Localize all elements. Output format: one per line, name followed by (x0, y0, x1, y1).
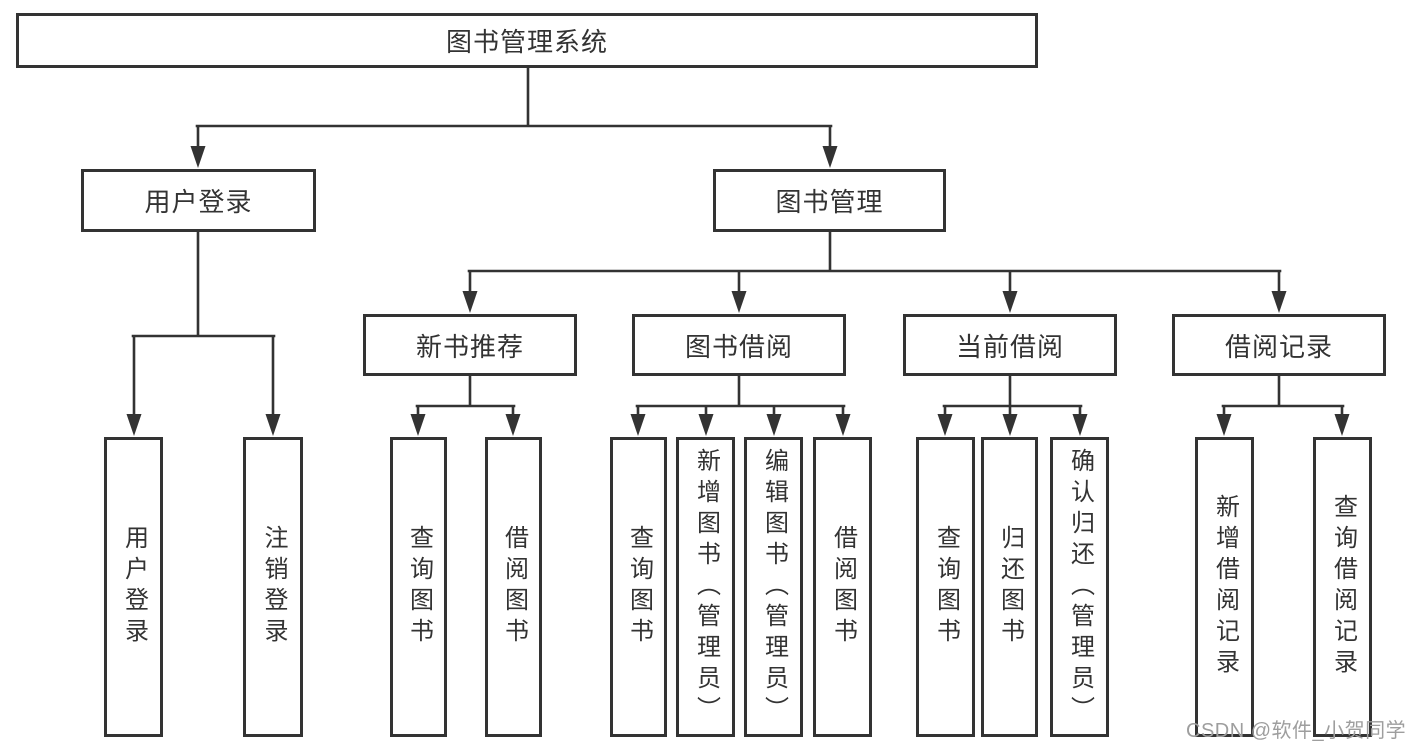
leaf-return-books: 归还图书 (981, 437, 1038, 737)
node-library-management-system: 图书管理系统 (16, 13, 1038, 68)
node-label: 查询图书 (625, 525, 653, 649)
node-label: 当前借阅 (955, 331, 1064, 362)
node-label: 借阅记录 (1224, 331, 1333, 362)
node-label: 借阅图书 (500, 525, 528, 649)
node-label: 新书推荐 (415, 331, 524, 362)
leaf-add-books-admin: 新增图书（管理员） (676, 437, 735, 737)
node-borrowing-records: 借阅记录 (1172, 314, 1386, 376)
arrowheads (126, 146, 1350, 436)
node-label: 注销登录 (260, 525, 287, 649)
leaf-query-borrow-record: 查询借阅记录 (1313, 437, 1372, 737)
node-new-book-recommendation: 新书推荐 (363, 314, 577, 376)
node-label: 新增图书（管理员） (692, 447, 720, 727)
node-label: 查询借阅记录 (1329, 494, 1357, 680)
leaf-query-books-borrow: 查询图书 (610, 437, 667, 737)
node-book-borrowing: 图书借阅 (632, 314, 846, 376)
leaf-user-login: 用户登录 (104, 437, 163, 737)
node-label: 图书管理系统 (445, 27, 608, 57)
leaf-confirm-return-admin: 确认归还（管理员） (1050, 437, 1109, 737)
csdn-watermark: CSDN @软件_小贺同学 (1186, 720, 1405, 742)
node-label: 归还图书 (996, 525, 1024, 649)
node-label: 新增借阅记录 (1211, 494, 1239, 680)
leaf-borrow-books: 借阅图书 (813, 437, 872, 737)
leaf-logout-login: 注销登录 (243, 437, 303, 737)
node-label: 查询图书 (405, 525, 433, 649)
leaf-edit-books-admin: 编辑图书（管理员） (744, 437, 803, 737)
node-label: 确认归还（管理员） (1066, 447, 1094, 727)
leaf-query-books-current: 查询图书 (916, 437, 975, 737)
leaf-borrow-books-recommend: 借阅图书 (485, 437, 542, 737)
node-label: 查询图书 (932, 525, 960, 649)
leaf-add-borrow-record: 新增借阅记录 (1195, 437, 1254, 737)
node-label: 图书借阅 (684, 331, 793, 362)
node-label: 编辑图书（管理员） (760, 447, 788, 727)
node-label: 图书管理 (775, 187, 884, 217)
node-book-management: 图书管理 (713, 169, 946, 232)
node-label: 借阅图书 (829, 525, 857, 649)
node-current-borrowing: 当前借阅 (903, 314, 1117, 376)
leaf-query-books-recommend: 查询图书 (390, 437, 447, 737)
node-label: 用户登录 (144, 187, 253, 217)
node-label: 用户登录 (120, 525, 148, 649)
node-user-login: 用户登录 (81, 169, 316, 232)
